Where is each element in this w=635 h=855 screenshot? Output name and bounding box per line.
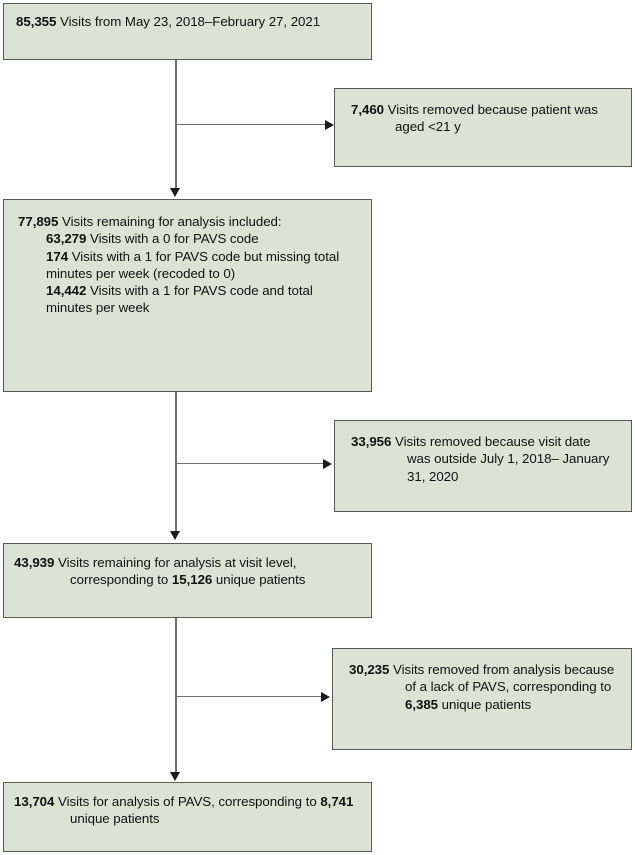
excluded-lack-of-pavs-line2: because of a lack of PAVS, [405,662,615,695]
excluded-under-21-count: 7,460 [351,102,385,117]
remaining-77895-line1: Visits remaining for analysis included: [58,214,282,229]
excluded-outside-date-text: 33,956 Visits removed because visit date… [351,433,617,485]
final-analysis-count: 13,704 [14,794,55,809]
sub-item-0: 63,279 Visits with a 0 for PAVS code [18,230,357,247]
arrow-right-1 [325,119,334,130]
remaining-77895-count: 77,895 [18,214,59,229]
excluded-under-21-line1: Visits removed because patient [384,102,571,117]
excluded-lack-of-pavs-patients: 6,385 [405,696,439,712]
arrow-right-3 [321,691,330,702]
excluded-under-21-text: 7,460 Visits removed because patient was… [351,101,617,136]
excluded-lack-of-pavs-count: 30,235 [349,662,390,677]
connector-horizontal-3 [175,695,322,698]
excluded-lack-of-pavs-box: 30,235 Visits removed from analysis beca… [332,648,632,750]
excluded-lack-of-pavs-line3-post: unique [438,696,482,712]
final-analysis-line1: Visits for analysis of PAVS, correspondi… [54,794,303,809]
excluded-under-21-line2: was aged <21 y [395,102,598,135]
remaining-43939-count: 43,939 [14,555,55,570]
arrow-down-1 [170,188,181,197]
total-visits-count: 85,355 [16,14,57,29]
final-analysis-text: 13,704 Visits for analysis of PAVS, corr… [14,793,361,828]
excluded-outside-date-line3: January 31, 2020 [407,451,610,484]
excluded-outside-date-count: 33,956 [351,434,392,449]
excluded-lack-of-pavs-line3-pre: corresponding to [512,679,612,695]
connector-vertical-2 [175,392,177,532]
excluded-outside-date-line1: Visits removed because visit [391,434,562,449]
sub-item-2: 14,442 Visits with a 1 for PAVS code and… [18,282,357,317]
total-visits-line1: Visits from May 23, 2018–February 27, [56,14,288,29]
final-analysis-box: 13,704 Visits for analysis of PAVS, corr… [3,782,372,852]
connector-horizontal-1 [175,123,326,126]
sub-item-1-count: 174 [46,248,69,264]
total-visits-text: 85,355 Visits from May 23, 2018–February… [16,13,359,30]
remaining-43939-patients: 15,126 [171,572,213,588]
remaining-77895-header: 77,895 Visits remaining for analysis inc… [18,213,357,230]
remaining-visit-level-box: 43,939 Visits remaining for analysis at … [3,543,372,618]
excluded-lack-of-pavs-line4: patients [484,696,532,712]
excluded-under-21-box: 7,460 Visits removed because patient was… [334,88,632,167]
final-analysis-patients: 8,741 [320,794,354,809]
excluded-lack-of-pavs-line1: Visits removed from analysis [389,662,561,677]
connector-horizontal-2 [175,462,324,465]
sub-item-2-count: 14,442 [46,283,87,299]
arrow-down-3 [170,772,181,781]
sub-item-0-count: 63,279 [46,231,87,247]
total-visits-box: 85,355 Visits from May 23, 2018–February… [3,3,372,60]
arrow-right-2 [323,458,332,469]
excluded-outside-date-box: 33,956 Visits removed because visit date… [334,420,632,512]
sub-item-1-text: Visits with a 1 for PAVS code but missin… [46,248,340,281]
sub-item-1: 174 Visits with a 1 for PAVS code but mi… [18,248,357,283]
remaining-43939-line2-pre: corresponding to [70,572,172,588]
excluded-outside-date-line2: date was outside July 1, 2018– [407,434,591,467]
excluded-lack-of-pavs-text: 30,235 Visits removed from analysis beca… [349,661,617,713]
total-visits-line2: 2021 [290,14,321,29]
remaining-for-analysis-box: 77,895 Visits remaining for analysis inc… [3,199,372,392]
remaining-43939-line2-post: unique patients [212,572,306,588]
arrow-down-2 [170,531,181,540]
remaining-43939-line1: Visits remaining for analysis at visit l… [54,555,297,570]
sub-item-2-text: Visits with a 1 for PAVS code and total … [46,283,313,316]
final-analysis-line2-pre: to [305,794,321,809]
final-analysis-line2-post: unique patients [70,811,160,827]
sub-item-0-text: Visits with a 0 for PAVS code [86,231,259,247]
remaining-43939-text: 43,939 Visits remaining for analysis at … [14,554,361,589]
